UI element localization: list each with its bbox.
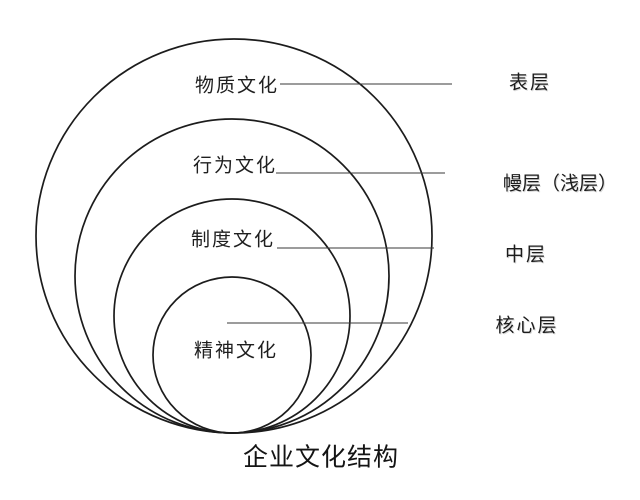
layer-label-mantle-shallow: 幔层（浅层） <box>502 173 618 195</box>
ring-label-behavior-culture: 行为文化 <box>192 155 278 177</box>
layer-label-middle: 中层 <box>504 244 548 266</box>
ring-label-spirit-culture: 精神文化 <box>193 340 279 362</box>
ring-label-material-culture: 物质文化 <box>194 75 280 97</box>
layer-label-surface: 表层 <box>508 72 552 94</box>
ring-label-institution-culture: 制度文化 <box>190 229 276 251</box>
layer-label-core: 核心层 <box>495 315 559 337</box>
ring-core-spirit <box>152 276 312 434</box>
diagram-title: 企业文化结构 <box>242 444 400 472</box>
